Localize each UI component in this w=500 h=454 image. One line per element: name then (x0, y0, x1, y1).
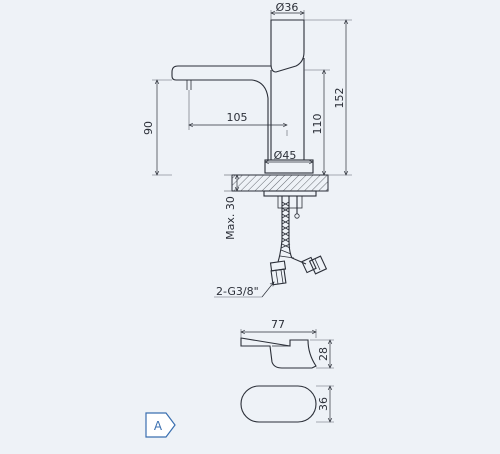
dimension-total-height: 152 (304, 20, 352, 175)
dimension-top-diameter: Ø36 (271, 1, 304, 20)
dimension-spout-reach: 105 (189, 90, 287, 136)
faucet-spout (171, 65, 271, 160)
dimension-outlet-height: 90 (142, 80, 172, 175)
total-height-label: 152 (333, 88, 346, 109)
lever-width-label: 36 (317, 397, 330, 411)
lever-height-label: 28 (317, 347, 330, 361)
variant-badge: A (145, 412, 176, 438)
hose-fitting-right (301, 255, 328, 275)
badge-label: A (154, 419, 163, 433)
hose-left (277, 196, 283, 263)
countertop-section (231, 174, 329, 192)
dimension-base-diameter: Ø45 (265, 149, 313, 162)
faucet-body (270, 58, 305, 160)
spout-reach-label: 105 (227, 111, 248, 124)
mounting-shank (277, 195, 303, 209)
max-deck-label: Max. 30 (224, 196, 237, 240)
dimension-hose-connection: 2-G3/8" (214, 282, 274, 298)
base-diameter-label: Ø45 (274, 149, 297, 162)
hose-fitting-left (269, 260, 287, 286)
hose-connection-label: 2-G3/8" (216, 285, 259, 298)
rod-end (294, 213, 300, 219)
lever-top-view: 36 (240, 386, 334, 422)
dimension-spout-height: 110 (304, 70, 330, 175)
mounting-nut (263, 190, 317, 197)
dimension-max-deck: Max. 30 (224, 175, 237, 240)
spout-height-label: 110 (311, 114, 324, 135)
faucet-side-view (171, 19, 329, 286)
faucet-handle (270, 19, 305, 73)
lever-length-label: 77 (271, 318, 285, 331)
lever-side-view: 77 28 (241, 318, 334, 368)
top-diameter-label: Ø36 (276, 1, 299, 14)
outlet-height-label: 90 (142, 121, 155, 135)
